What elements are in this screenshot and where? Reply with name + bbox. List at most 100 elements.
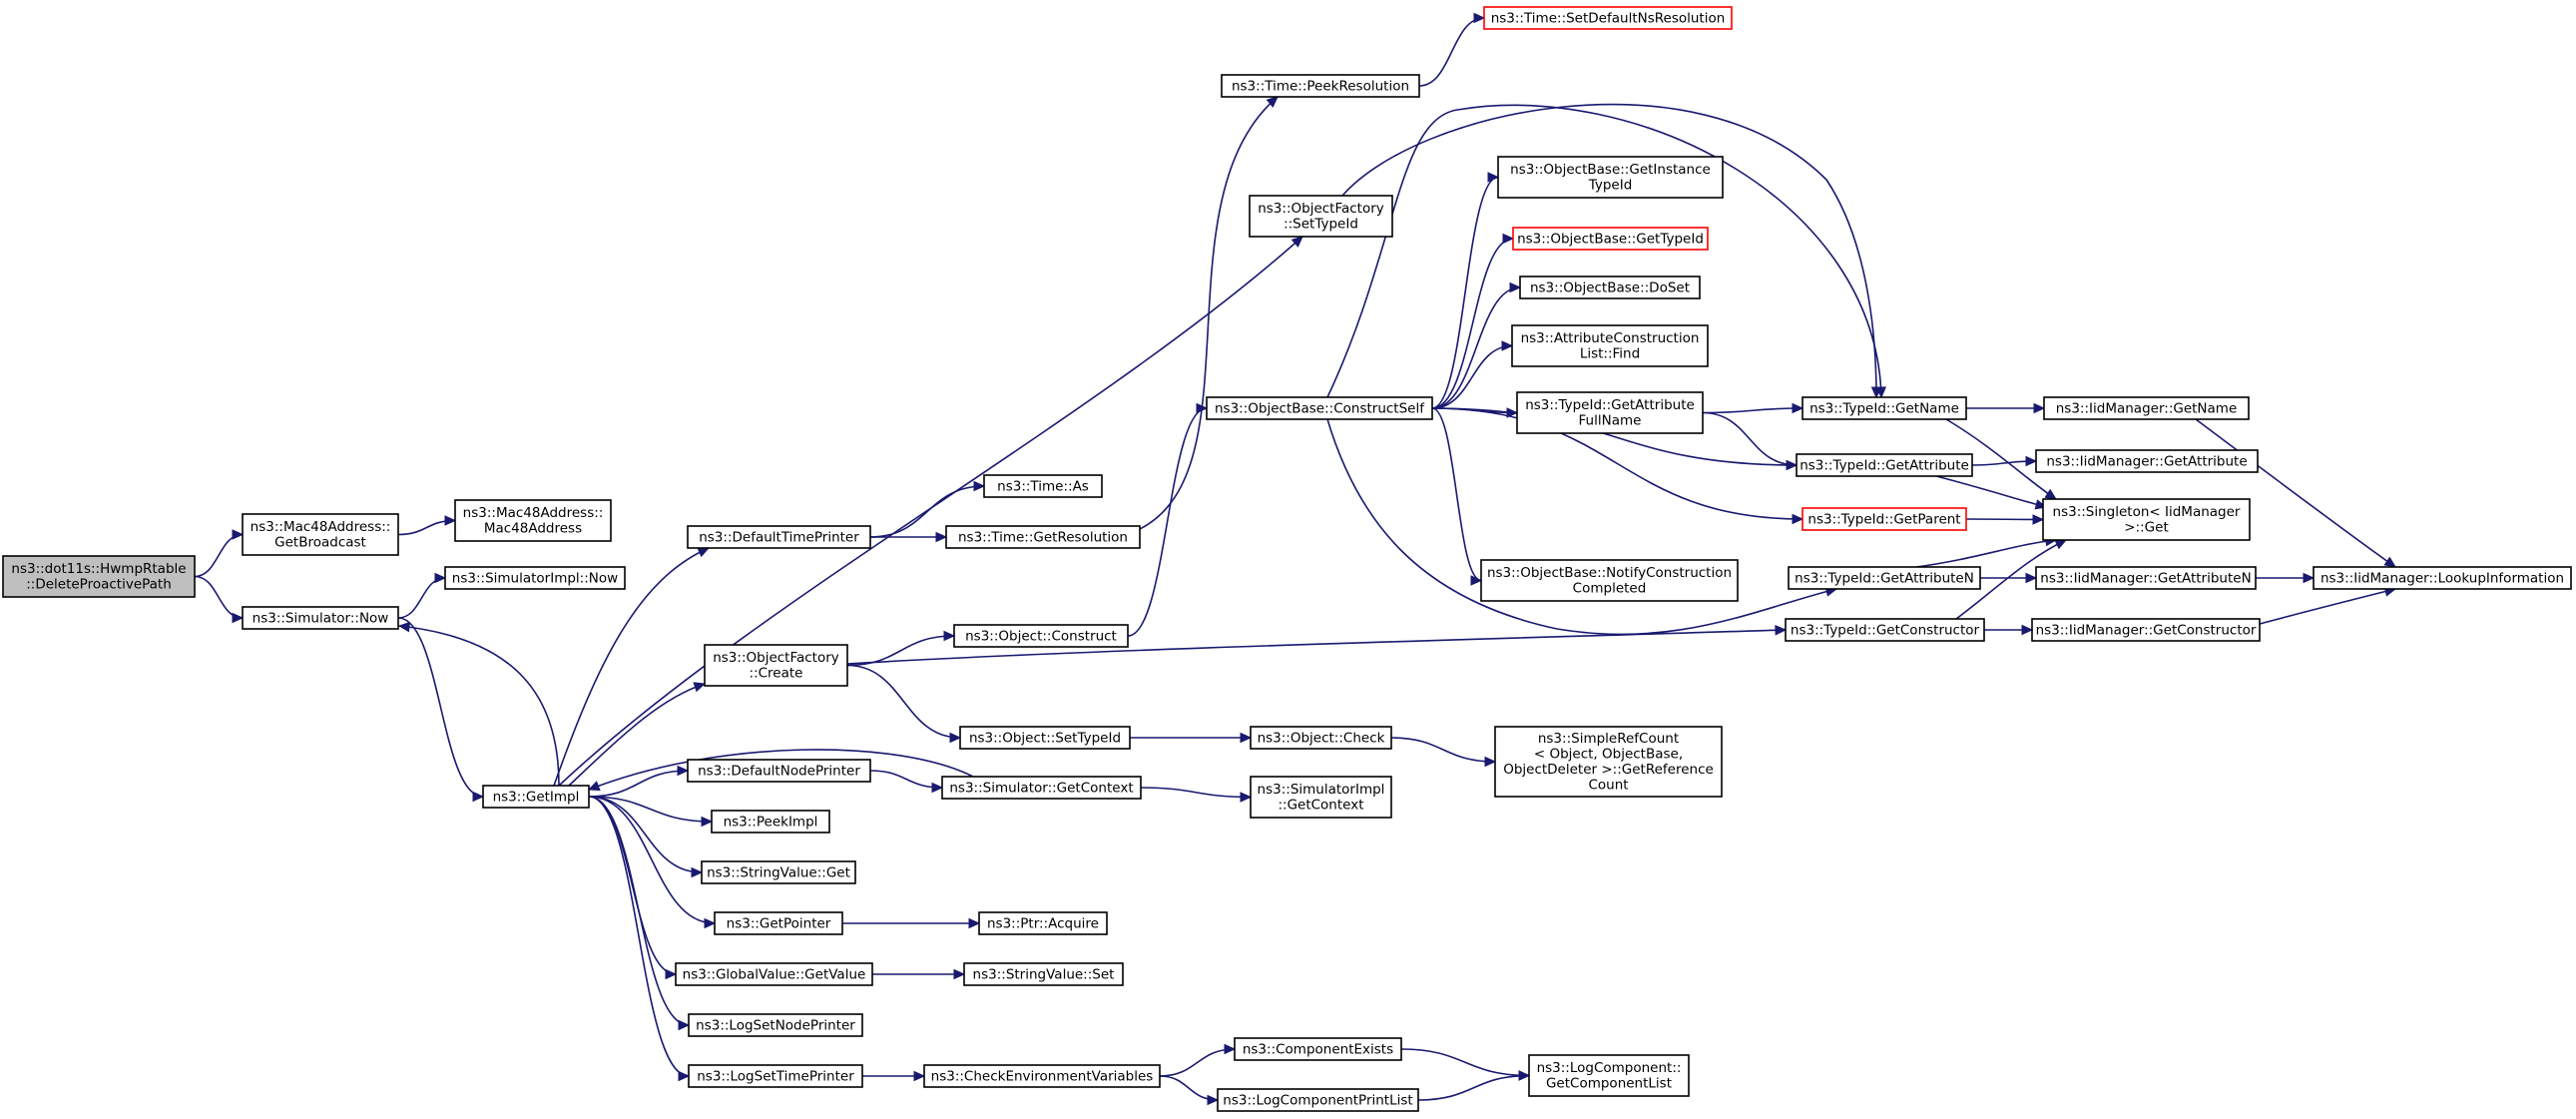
node-box[interactable] — [953, 624, 1129, 648]
node-timeAs[interactable]: ns3::Time::As — [983, 474, 1103, 498]
node-typeIdGetParent[interactable]: ns3::TypeId::GetParent — [1802, 507, 1967, 531]
node-mac48GetBroadcast[interactable]: ns3::Mac48Address::GetBroadcast — [242, 513, 399, 556]
node-box[interactable] — [923, 1064, 1161, 1088]
node-timePeekResolution[interactable]: ns3::Time::PeekResolution — [1221, 74, 1420, 98]
node-box[interactable] — [711, 810, 830, 834]
node-box[interactable] — [687, 525, 871, 549]
node-box[interactable] — [2035, 566, 2257, 590]
node-box[interactable] — [1511, 324, 1709, 367]
node-box[interactable] — [978, 911, 1108, 935]
node-typeIdGetConstructor[interactable]: ns3::TypeId::GetConstructor — [1785, 618, 1985, 642]
node-box[interactable] — [242, 606, 399, 630]
node-box[interactable] — [1512, 227, 1709, 251]
node-box[interactable] — [444, 566, 626, 590]
node-mac48Ctor[interactable]: ns3::Mac48Address::Mac48Address — [454, 499, 612, 542]
node-iidManagerLookupInformation[interactable]: ns3::IidManager::LookupInformation — [2313, 566, 2572, 590]
node-box[interactable] — [1802, 507, 1967, 531]
node-defaultNodePrinter[interactable]: ns3::DefaultNodePrinter — [687, 759, 871, 783]
node-deleteProactivePath[interactable]: ns3::dot11s::HwmpRtable::DeleteProactive… — [2, 555, 196, 598]
node-box[interactable] — [1785, 618, 1985, 642]
node-timeGetResolution[interactable]: ns3::Time::GetResolution — [945, 525, 1141, 549]
node-getImpl[interactable]: ns3::GetImpl — [482, 785, 590, 809]
node-logSetTimePrinter[interactable]: ns3::LogSetTimePrinter — [688, 1064, 863, 1088]
node-simImplGetContext[interactable]: ns3::SimulatorImpl::GetContext — [1250, 776, 1392, 819]
node-simulatorGetContext[interactable]: ns3::Simulator::GetContext — [941, 776, 1142, 800]
node-box[interactable] — [1802, 396, 1967, 420]
node-ptrAcquire[interactable]: ns3::Ptr::Acquire — [978, 911, 1108, 935]
node-defaultTimePrinter[interactable]: ns3::DefaultTimePrinter — [687, 525, 871, 549]
node-box[interactable] — [1494, 726, 1723, 798]
node-iidManagerGetName[interactable]: ns3::IidManager::GetName — [2043, 396, 2250, 420]
node-getPointer[interactable]: ns3::GetPointer — [714, 911, 843, 935]
node-box[interactable] — [1234, 1037, 1402, 1061]
node-box[interactable] — [945, 525, 1141, 549]
node-box[interactable] — [963, 962, 1124, 986]
node-iidManagerGetAttributeN[interactable]: ns3::IidManager::GetAttributeN — [2035, 566, 2257, 590]
node-simImplNow[interactable]: ns3::SimulatorImpl::Now — [444, 566, 626, 590]
node-singletonGet[interactable]: ns3::Singleton< IidManager>::Get — [2042, 498, 2251, 541]
node-objectBaseConstructSelf[interactable]: ns3::ObjectBase::ConstructSelf — [1206, 396, 1433, 420]
node-box[interactable] — [2042, 498, 2251, 541]
node-typeIdGetName[interactable]: ns3::TypeId::GetName — [1802, 396, 1967, 420]
node-objectBaseGetTypeId[interactable]: ns3::ObjectBase::GetTypeId — [1512, 227, 1709, 251]
node-logComponentPrintList[interactable]: ns3::LogComponentPrintList — [1217, 1088, 1419, 1112]
node-objectConstruct[interactable]: ns3::Object::Construct — [953, 624, 1129, 648]
node-box[interactable] — [704, 644, 848, 687]
node-box[interactable] — [687, 759, 871, 783]
node-checkEnvVars[interactable]: ns3::CheckEnvironmentVariables — [923, 1064, 1161, 1088]
node-objectCheck[interactable]: ns3::Object::Check — [1250, 726, 1392, 750]
node-simulatorNow[interactable]: ns3::Simulator::Now — [242, 606, 399, 630]
node-componentExists[interactable]: ns3::ComponentExists — [1234, 1037, 1402, 1061]
node-box[interactable] — [959, 726, 1131, 750]
node-box[interactable] — [1796, 453, 1973, 477]
node-objectSetTypeId[interactable]: ns3::Object::SetTypeId — [959, 726, 1131, 750]
node-box[interactable] — [2035, 449, 2259, 473]
node-box[interactable] — [1221, 74, 1420, 98]
node-typeIdGetAttribute[interactable]: ns3::TypeId::GetAttribute — [1796, 453, 1973, 477]
node-typeIdGetAttributeN[interactable]: ns3::TypeId::GetAttributeN — [1788, 566, 1981, 590]
node-box[interactable] — [1519, 276, 1701, 299]
node-logComponentGetList[interactable]: ns3::LogComponent::GetComponentList — [1528, 1054, 1690, 1097]
node-box[interactable] — [1516, 391, 1704, 434]
node-box[interactable] — [2043, 396, 2250, 420]
node-box[interactable] — [688, 1064, 863, 1088]
node-box[interactable] — [701, 860, 856, 884]
node-objectBaseNotifyConstructionCompleted[interactable]: ns3::ObjectBase::NotifyConstructionCompl… — [1480, 559, 1739, 602]
node-box[interactable] — [983, 474, 1103, 498]
node-stringValueSet[interactable]: ns3::StringValue::Set — [963, 962, 1124, 986]
node-globalValueGetValue[interactable]: ns3::GlobalValue::GetValue — [675, 962, 873, 986]
node-box[interactable] — [1250, 726, 1392, 750]
node-box[interactable] — [714, 911, 843, 935]
node-box[interactable] — [1250, 776, 1392, 819]
node-logSetNodePrinter[interactable]: ns3::LogSetNodePrinter — [688, 1013, 863, 1037]
node-iidManagerGetAttribute[interactable]: ns3::IidManager::GetAttribute — [2035, 449, 2259, 473]
node-simpleRefCount[interactable]: ns3::SimpleRefCount< Object, ObjectBase,… — [1494, 726, 1723, 798]
node-objectFactoryCreate[interactable]: ns3::ObjectFactory::Create — [704, 644, 848, 687]
node-box[interactable] — [2031, 618, 2261, 642]
node-box[interactable] — [688, 1013, 863, 1037]
node-box[interactable] — [1206, 396, 1433, 420]
node-box[interactable] — [1788, 566, 1981, 590]
node-box[interactable] — [1480, 559, 1739, 602]
node-box[interactable] — [941, 776, 1142, 800]
node-box[interactable] — [1497, 156, 1724, 199]
node-box[interactable] — [1217, 1088, 1419, 1112]
node-iidManagerGetConstructor[interactable]: ns3::IidManager::GetConstructor — [2031, 618, 2261, 642]
node-box[interactable] — [2, 555, 196, 598]
node-stringValueGet[interactable]: ns3::StringValue::Get — [701, 860, 856, 884]
node-peekImpl[interactable]: ns3::PeekImpl — [711, 810, 830, 834]
node-box[interactable] — [1528, 1054, 1690, 1097]
node-box[interactable] — [1249, 195, 1393, 238]
node-box[interactable] — [482, 785, 590, 809]
node-box[interactable] — [454, 499, 612, 542]
node-box[interactable] — [675, 962, 873, 986]
node-objectFactorySetTypeId[interactable]: ns3::ObjectFactory::SetTypeId — [1249, 195, 1393, 238]
node-box[interactable] — [2313, 566, 2572, 590]
node-objectBaseDoSet[interactable]: ns3::ObjectBase::DoSet — [1519, 276, 1701, 299]
node-timeSetDefaultNsResolution[interactable]: ns3::Time::SetDefaultNsResolution — [1483, 6, 1733, 30]
node-box[interactable] — [1483, 6, 1733, 30]
node-box[interactable] — [242, 513, 399, 556]
